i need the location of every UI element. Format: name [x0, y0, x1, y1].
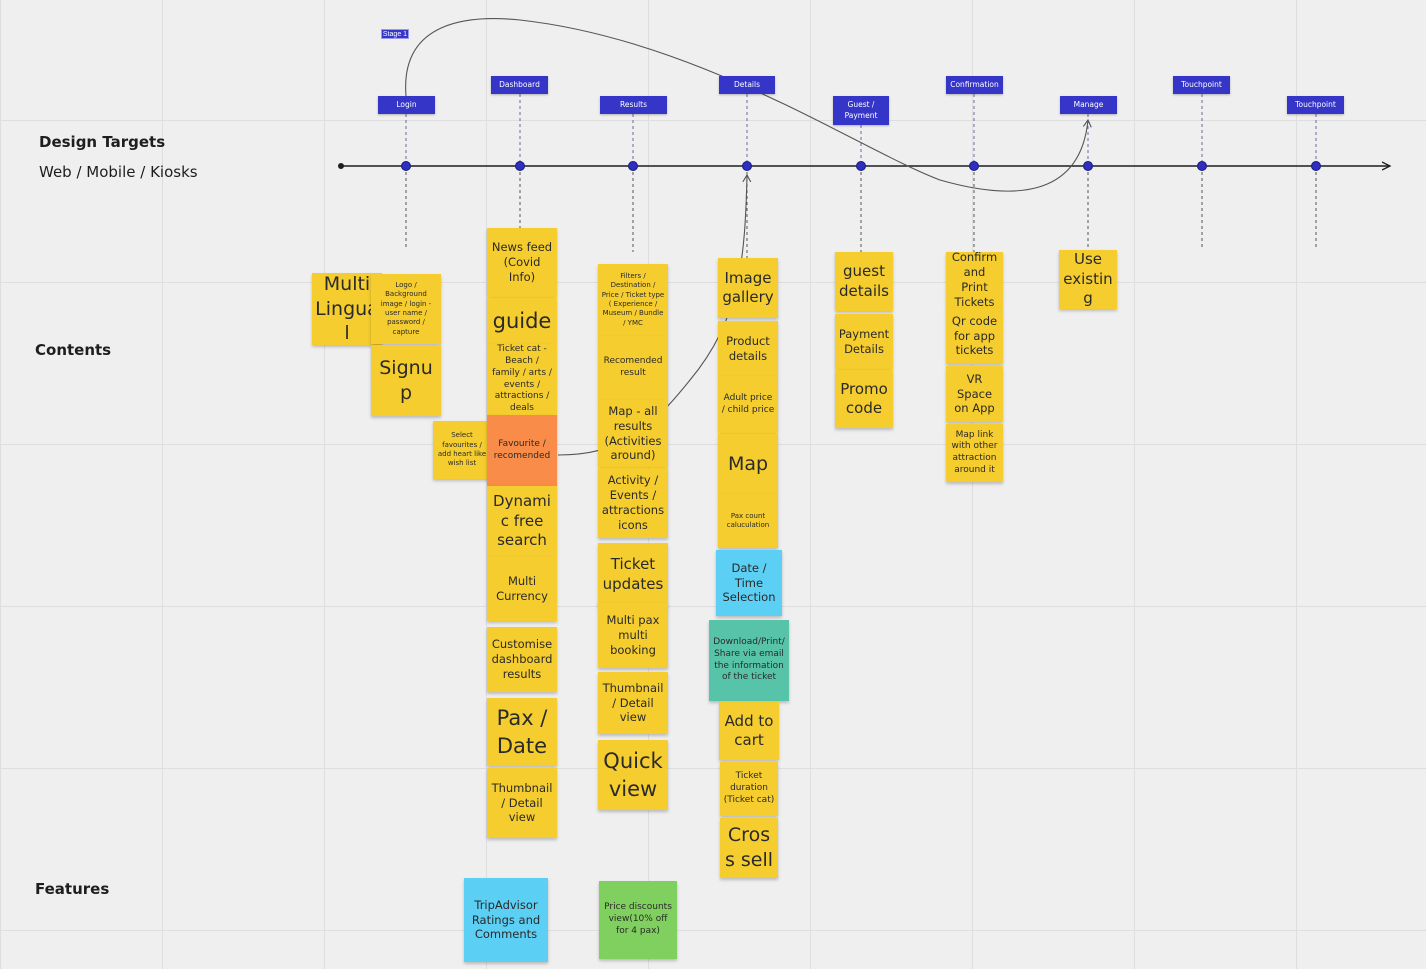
stage-tag-manage[interactable]: Manage — [1060, 96, 1117, 114]
sticky-note-ticket-updates[interactable]: Ticket updates — [598, 543, 668, 606]
stage-tag-touchpoint-2[interactable]: Touchpoint — [1287, 96, 1344, 114]
sticky-note-cross-sell[interactable]: Cross sell — [720, 818, 778, 878]
sticky-note-quick-view[interactable]: Quick view — [598, 740, 668, 810]
sticky-note-guide[interactable]: guide — [487, 298, 557, 344]
sticky-note-confirm-print[interactable]: Confirm and Print Tickets — [946, 252, 1003, 308]
content-connectors — [405, 166, 1317, 258]
sticky-note-payment-details[interactable]: Payment Details — [835, 314, 893, 369]
sticky-note-promo-code[interactable]: Promo code — [835, 370, 893, 428]
features-heading: Features — [35, 880, 110, 898]
sticky-note-filters[interactable]: Filters / Destination / Price / Ticket t… — [598, 264, 668, 336]
sticky-note-dynamic-free-search[interactable]: Dynamic free search — [487, 486, 557, 557]
sticky-note-signup[interactable]: Signup — [371, 345, 441, 416]
stage-tag-dashboard[interactable]: Dashboard — [491, 76, 548, 94]
sticky-note-select-favourites[interactable]: Select favourites / add heart like wish … — [433, 421, 491, 479]
sticky-note-pax-count[interactable]: Pax count caluculation — [718, 494, 778, 548]
sticky-note-ticket-cat[interactable]: Ticket cat - Beach / family / arts / eve… — [487, 344, 557, 415]
login-to-manage-curve — [405, 18, 1088, 192]
sticky-note-product-details[interactable]: Product details — [718, 321, 778, 376]
sticky-note-thumbnail-detail-dashboard[interactable]: Thumbnail / Detail view — [487, 768, 557, 838]
sticky-note-guest-details[interactable]: guest details — [835, 252, 893, 311]
stage-tag-details[interactable]: Details — [719, 76, 775, 94]
sticky-note-favourite-recomended[interactable]: Favourite / recomended — [487, 415, 557, 486]
stage-tag-touchpoint-1[interactable]: Touchpoint — [1173, 76, 1230, 94]
timeline-start-dot — [338, 163, 344, 169]
design-targets-heading: Design Targets — [39, 133, 166, 151]
sticky-note-pax-date[interactable]: Pax / Date — [487, 698, 557, 766]
sticky-note-use-existing[interactable]: Use existing — [1059, 250, 1117, 309]
sticky-note-add-to-cart[interactable]: Add to cart — [719, 702, 779, 760]
stage-tag-guest-payment[interactable]: Guest / Payment — [833, 96, 889, 125]
sticky-note-customise-dashboard[interactable]: Customise dashboard results — [487, 627, 557, 692]
stage-tag-confirmation[interactable]: Confirmation — [946, 76, 1003, 94]
sticky-note-qr-code[interactable]: Qr code for app tickets — [946, 308, 1003, 364]
design-targets-subheading: Web / Mobile / Kiosks — [39, 163, 198, 181]
timeline-dots — [401, 161, 1321, 171]
sticky-note-map-link[interactable]: Map link with other attraction around it — [946, 424, 1003, 482]
sticky-note-price-discounts[interactable]: Price discounts view(10% off for 4 pax) — [599, 881, 677, 959]
tag-connectors — [405, 94, 1317, 166]
sticky-note-recomended-result[interactable]: Recomended result — [598, 336, 668, 400]
sticky-note-vr-space[interactable]: VR Space on App — [946, 366, 1003, 422]
sticky-note-thumbnail-detail-results[interactable]: Thumbnail / Detail view — [598, 672, 668, 734]
sticky-note-multi-lingual[interactable]: Multi Lingual — [312, 273, 382, 345]
sticky-note-news-feed[interactable]: News feed (Covid Info) — [487, 228, 557, 297]
sticky-note-map-all-results[interactable]: Map - all results (Activities around) — [598, 400, 668, 467]
sticky-note-download-print-share[interactable]: Download/Print/Share via email the infor… — [709, 620, 789, 701]
sticky-note-multi-currency[interactable]: Multi Currency — [487, 557, 557, 621]
sticky-note-activity-icons[interactable]: Activity / Events / attractions icons — [598, 468, 668, 538]
stage-small-tag[interactable]: Stage 1 — [381, 29, 409, 39]
sticky-note-ticket-duration[interactable]: Ticket duration (Ticket cat) — [720, 762, 778, 816]
stage-tag-login[interactable]: Login — [378, 96, 435, 114]
sticky-note-tripadvisor[interactable]: TripAdvisor Ratings and Comments — [464, 878, 548, 962]
sticky-note-multi-pax[interactable]: Multi pax multi booking — [598, 603, 668, 668]
sticky-note-image-gallery[interactable]: Image gallery — [718, 258, 778, 318]
sticky-note-map-details[interactable]: Map — [718, 434, 778, 494]
sticky-note-adult-child-price[interactable]: Adult price / child price — [718, 376, 778, 433]
sticky-note-logo-background[interactable]: Logo / Background image / login - user n… — [371, 274, 441, 344]
stage-tag-results[interactable]: Results — [600, 96, 667, 114]
sticky-note-date-time-selection[interactable]: Date / Time Selection — [716, 550, 782, 616]
contents-heading: Contents — [35, 341, 112, 359]
